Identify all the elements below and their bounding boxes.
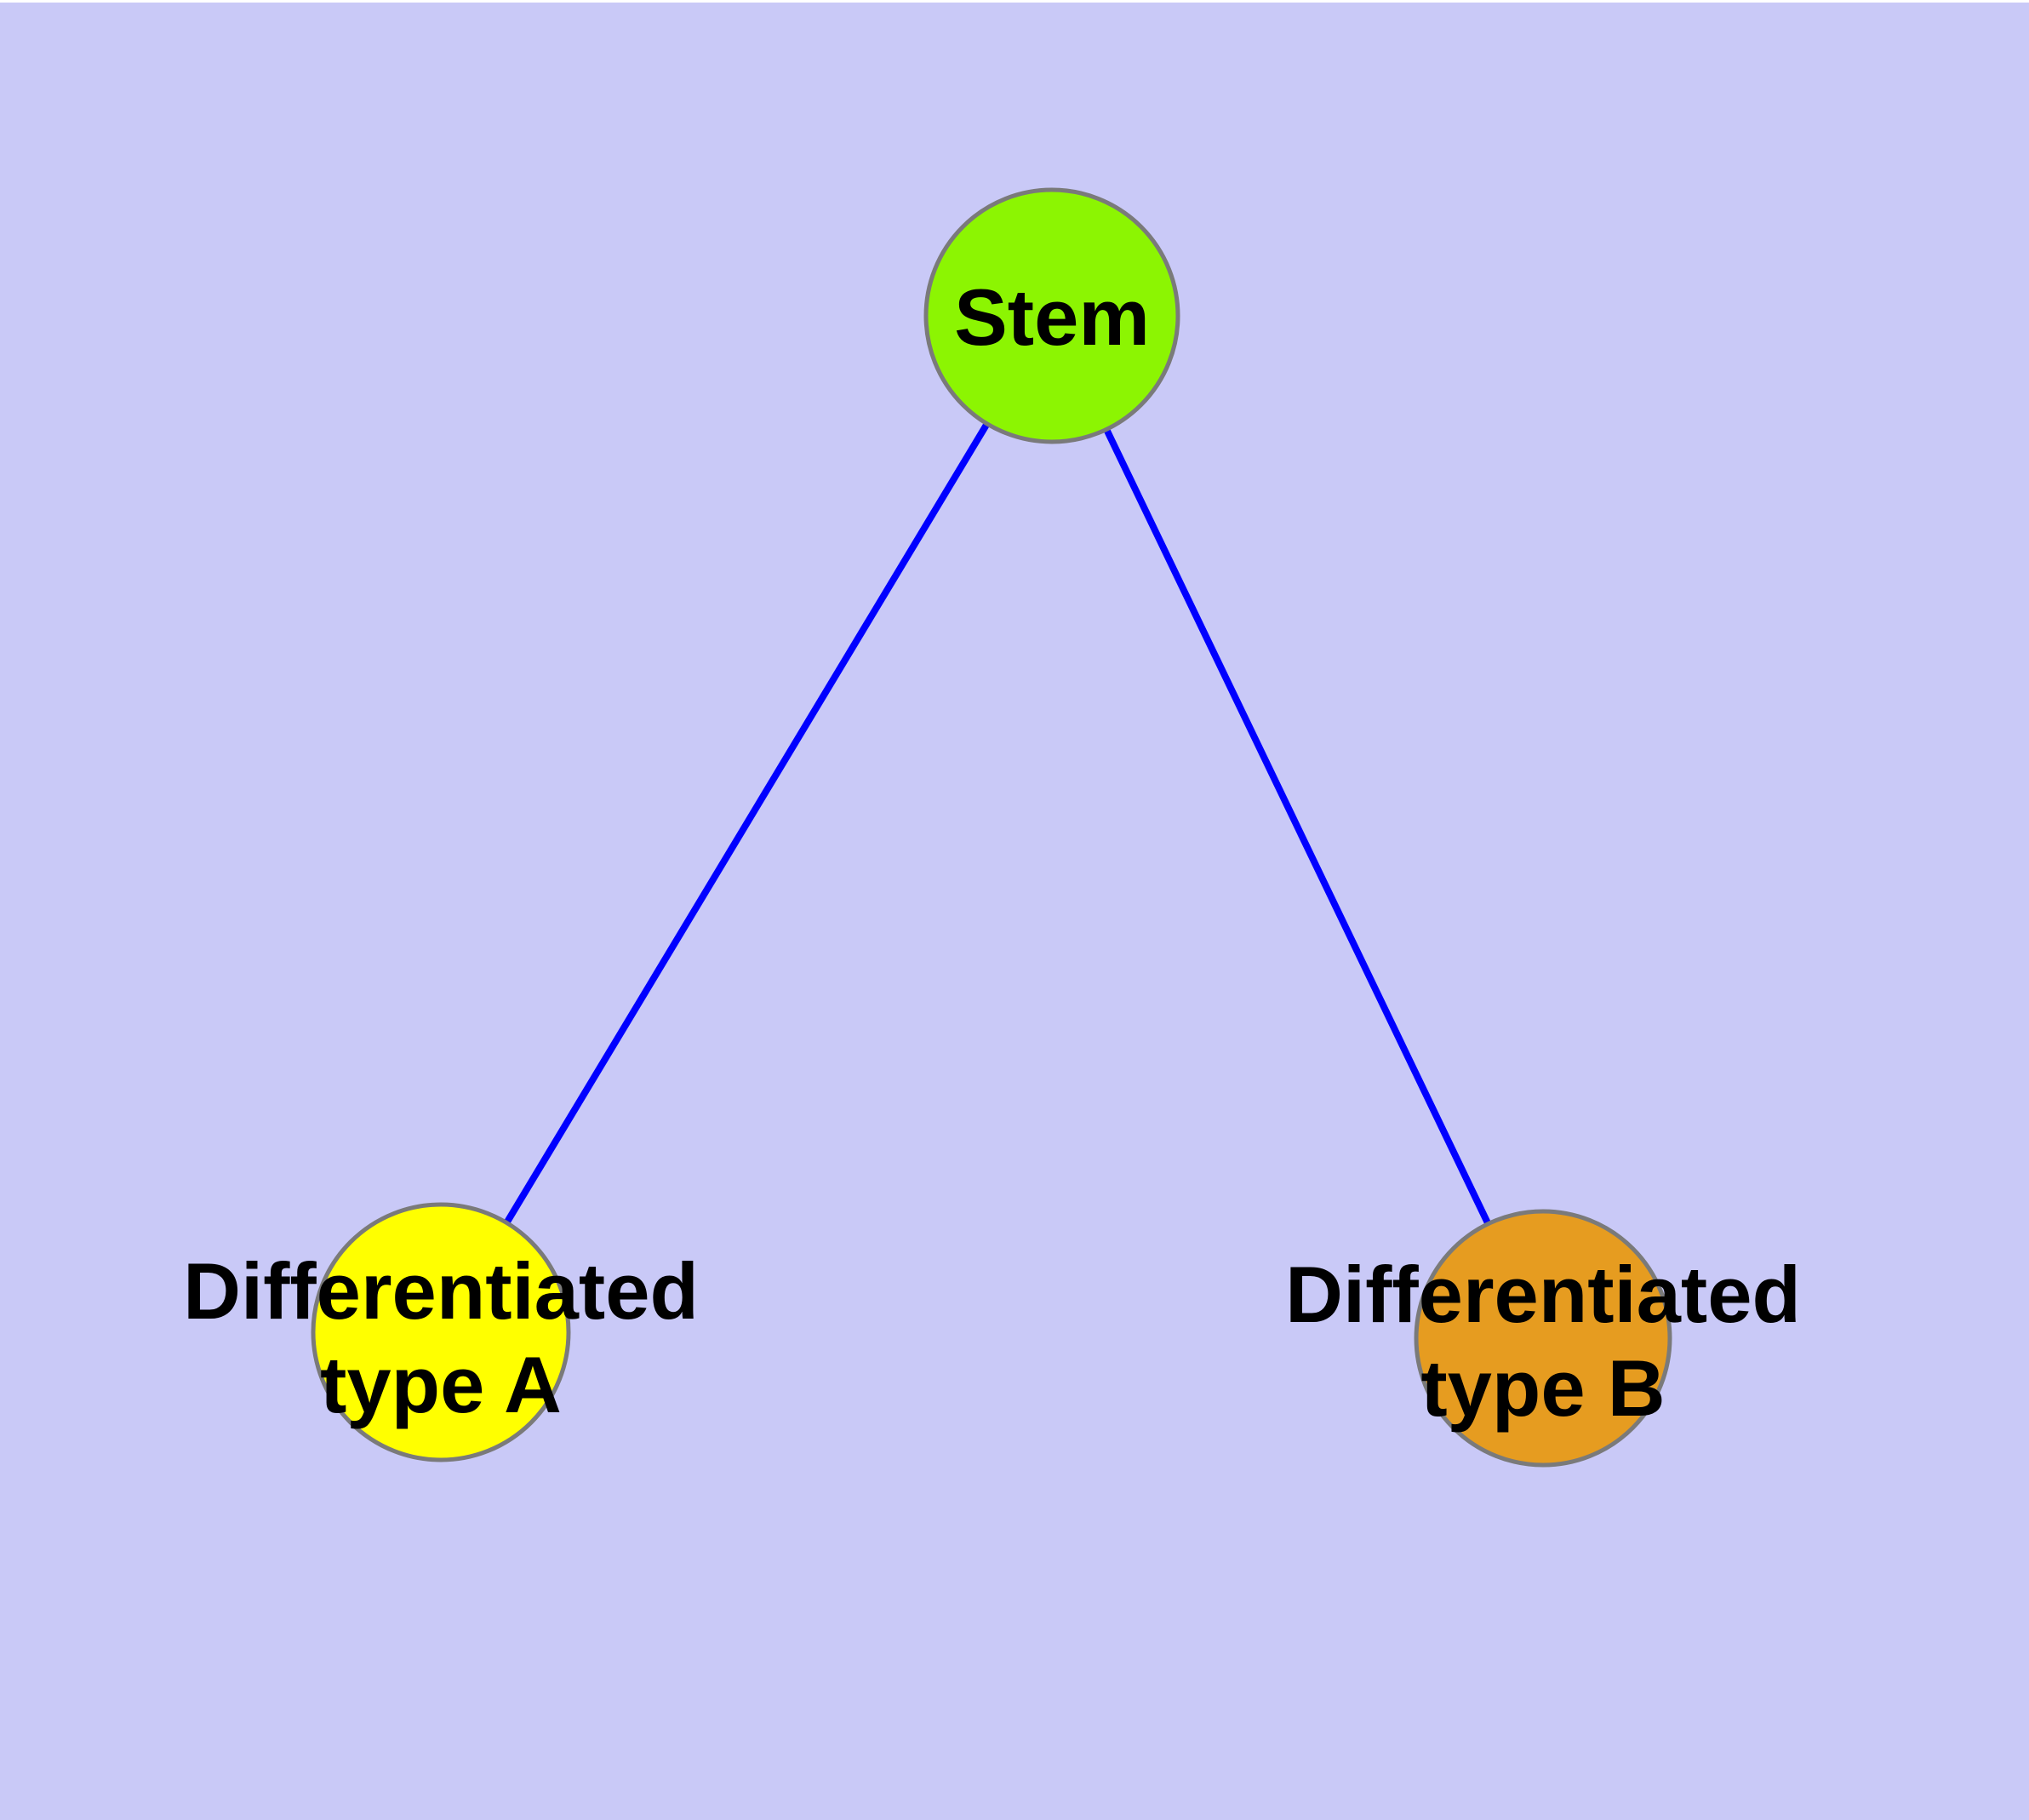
node-type-a-circle (311, 1202, 571, 1462)
node-stem-circle (923, 187, 1180, 444)
node-type-b-circle (1414, 1209, 1672, 1468)
edge-stem-to-type-b (1049, 314, 1546, 1340)
edge-stem-to-type-a (437, 313, 1055, 1335)
